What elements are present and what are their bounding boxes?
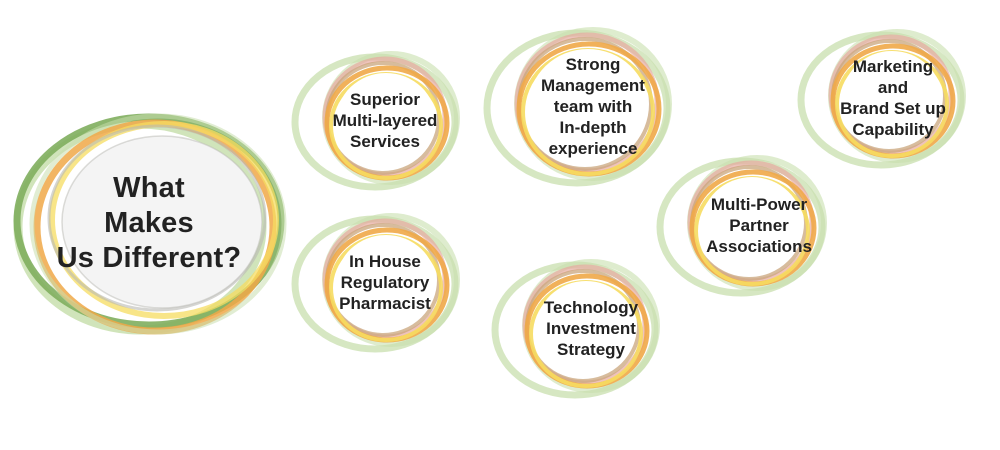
ring-stroke [29,113,287,335]
feature-label-line: Strategy [556,339,626,359]
main-circle-title: What Makes Us Different? [10,108,288,338]
ring-center [701,177,803,275]
ring-stroke [47,124,267,312]
feature-label-line: Associations [706,236,812,256]
feature-label-line: experience [548,138,638,158]
feature-label-line: Multi-layered [332,110,438,130]
feature-circle-superior-services: Superior Multi-layered Services [291,48,471,192]
feature-rings [291,51,460,191]
main-circle: What Makes Us Different? [10,108,288,338]
feature-rings [797,29,966,169]
feature-circle-marketing-brand: Marketing and Brand Set up Capability [797,26,977,170]
feature-label-line: Regulatory [340,272,430,292]
feature-label-line: In-depth [559,117,627,137]
feature-label-line: In House [349,251,421,271]
main-circle-rings [13,113,287,335]
feature-rings [491,259,660,399]
feature-label: Strong Management team with In-depth exp… [483,24,693,188]
feature-label: In House Regulatory Pharmacist [291,210,475,354]
feature-rings [291,213,460,353]
main-title-line: Us Different? [56,241,242,274]
feature-label-line: Partner [729,215,789,235]
main-title-line: Makes [104,206,194,239]
feature-label: Multi-Power Partner Associations [656,152,850,298]
feature-label-line: Services [350,131,420,151]
feature-label-line: Capability [852,120,934,139]
feature-label: Technology Investment Strategy [491,256,681,400]
ring-center [62,136,262,308]
feature-label-line: Multi-Power [710,194,808,214]
feature-circle-technology-investment: Technology Investment Strategy [491,256,671,400]
feature-label-line: and [877,78,909,97]
ring-center [842,51,942,147]
feature-label-line: Marketing [852,57,934,76]
feature-rings [483,27,672,187]
feature-label: Superior Multi-layered Services [291,48,475,192]
feature-label-line: Technology [543,297,639,317]
ring-center [528,49,648,165]
feature-label: Marketing and Brand Set up Capability [797,26,983,170]
ring-stroke [49,121,279,319]
feature-label-line: Management [541,75,645,95]
feature-circle-strong-management: Strong Management team with In-depth exp… [483,24,683,188]
feature-label-line: Brand Set up [840,99,946,118]
feature-label-line: Pharmacist [339,293,431,313]
ring-stroke [61,135,263,309]
feature-label-line: Investment [546,318,636,338]
feature-rings [656,155,827,297]
feature-label-line: team with [553,96,633,116]
ring-center [336,235,436,331]
feature-circle-multi-power-partner: Multi-Power Partner Associations [656,152,838,298]
ring-center [536,281,636,377]
feature-label-line: Strong [565,54,621,74]
main-title-line: What [113,171,185,204]
feature-circle-in-house-regulatory: In House Regulatory Pharmacist [291,210,471,354]
feature-label-line: Superior [350,89,420,109]
ring-center [336,73,436,169]
